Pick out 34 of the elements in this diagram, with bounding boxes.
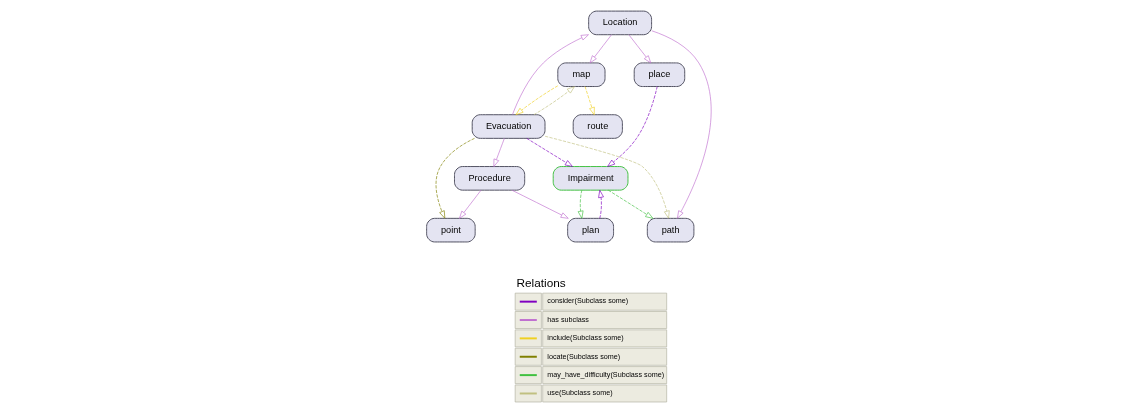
arrow: [606, 86, 658, 167]
node-box: Location: [587, 10, 652, 36]
arrow: [577, 189, 583, 219]
legend-label: may_have_difficulty(Subclass some): [546, 369, 664, 379]
arrow: [650, 30, 711, 219]
node-box: Evacuation: [471, 114, 545, 139]
node-box: Procedure: [453, 166, 525, 191]
arrow: [515, 85, 558, 116]
arrow: [628, 34, 651, 64]
node-box: route: [572, 114, 623, 139]
arrow: [511, 34, 589, 115]
arrow: [589, 34, 612, 64]
arrow: [492, 138, 505, 167]
label: Relations: [515, 275, 566, 290]
arrow: [533, 86, 575, 116]
legend-label: include(Subclass some): [546, 333, 624, 343]
legend-label: has subclass: [546, 314, 589, 324]
node-box: path: [646, 217, 694, 243]
legend-label: locate(Subclass some): [546, 351, 620, 361]
arrow: [544, 135, 670, 219]
arrow: [584, 86, 595, 116]
arrow: [525, 138, 573, 167]
arrow: [597, 189, 604, 219]
arrow: [458, 189, 481, 219]
arrow: [511, 189, 569, 219]
arrow: [607, 189, 653, 219]
node-box: plan: [566, 217, 614, 243]
arrow: [435, 138, 475, 219]
node-box: point: [425, 217, 476, 243]
node-box: Impairment: [552, 166, 628, 191]
legend-label: use(Subclass some): [546, 388, 613, 398]
legend-label: consider(Subclass some): [546, 296, 628, 306]
node-box: map: [556, 62, 605, 87]
node-box: place: [633, 62, 685, 87]
